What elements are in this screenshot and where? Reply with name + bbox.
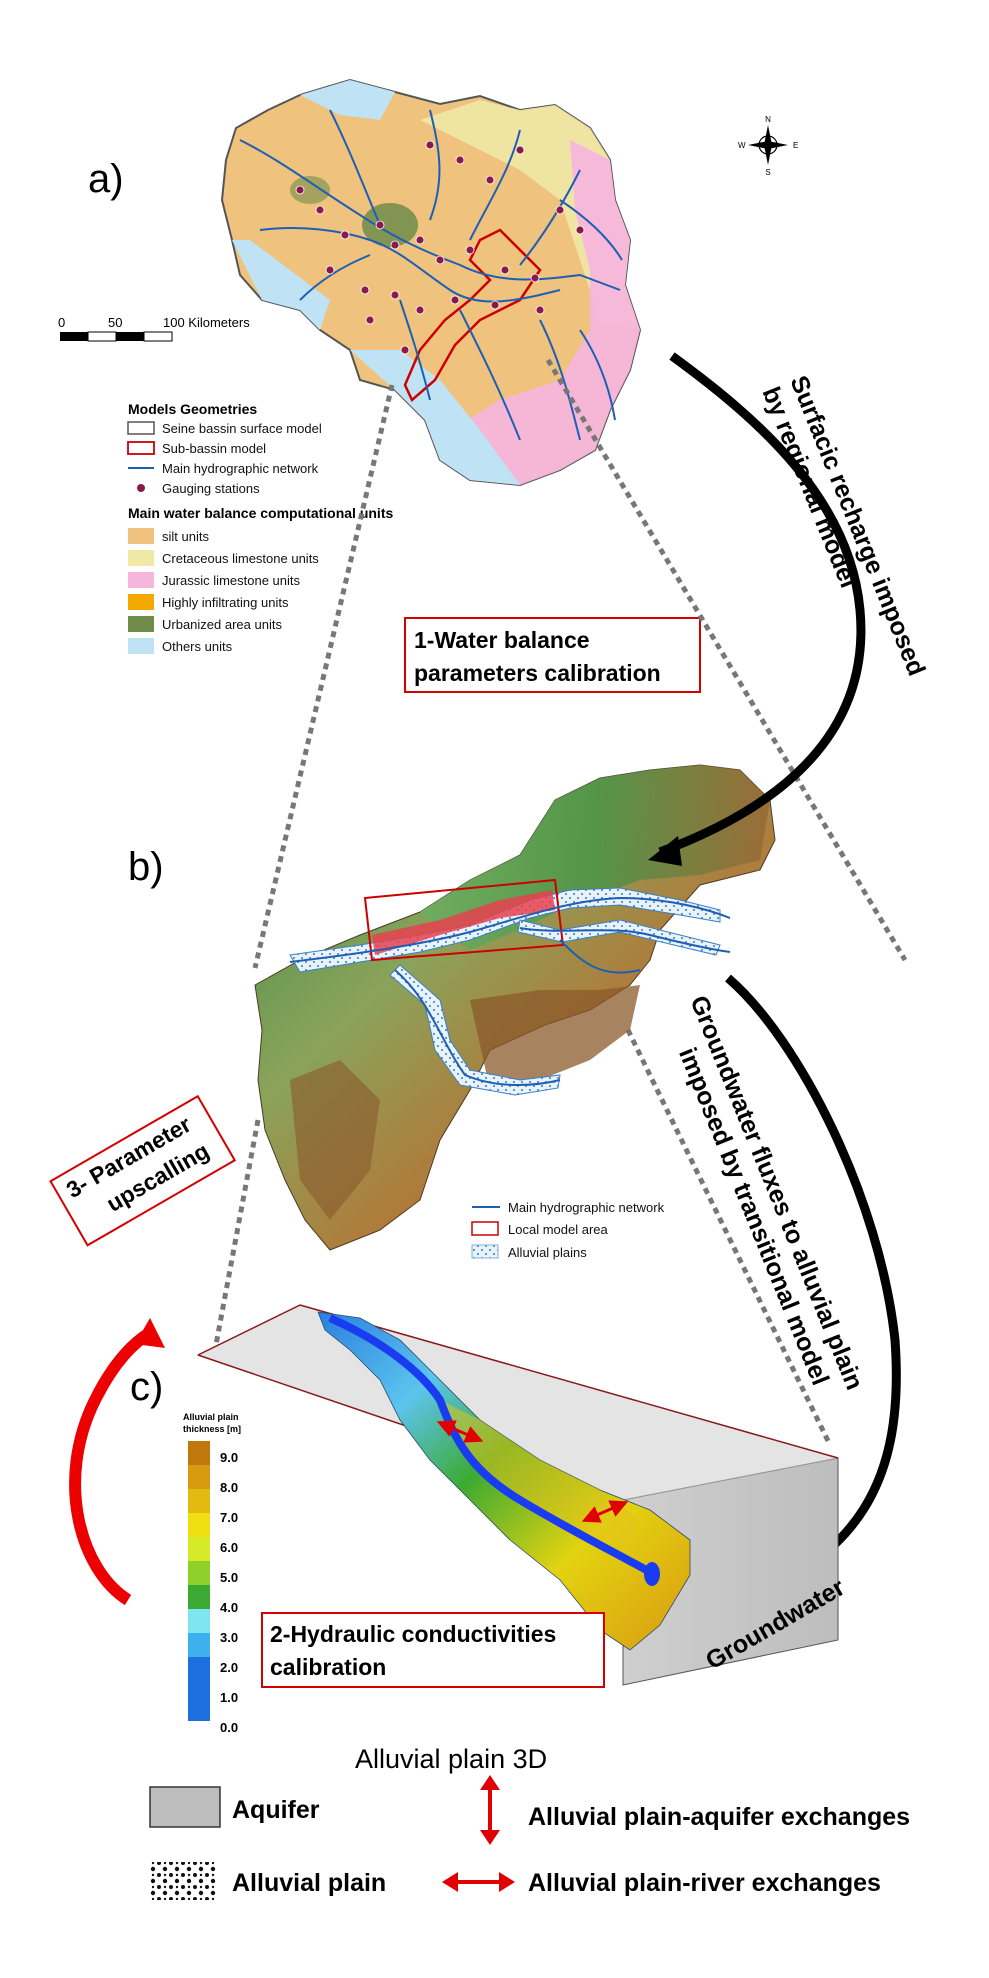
colorbar-tick-9: 9.0 (220, 1450, 238, 1465)
colorbar-tick-8: 8.0 (220, 1480, 238, 1495)
seine-basin-map (220, 78, 642, 487)
bottom-legend: Alluvial plain 3D Aquifer Alluvial plain… (149, 1744, 910, 1900)
surfacic-recharge-arrowhead (648, 836, 682, 866)
legend-swatch-cretaceous (128, 550, 154, 566)
colorbar-tick-2: 2.0 (220, 1660, 238, 1675)
east-label: E (793, 141, 798, 150)
legend-b-network: Main hydrographic network (508, 1200, 665, 1215)
legend-label-others: Others units (162, 639, 233, 654)
water-balance-calibration-box: 1-Water balance parameters calibration (404, 617, 701, 693)
legend-label-jurassic: Jurassic limestone units (162, 573, 300, 588)
hydraulic-line-1: 2-Hydraulic conductivities (270, 1621, 556, 1647)
upscalling-arrowhead (135, 1318, 165, 1348)
legend-label-network: Main hydrographic network (162, 461, 319, 476)
legend-label-subbasin: Sub-bassin model (162, 441, 266, 456)
colorbar-tick-4: 4.0 (220, 1600, 238, 1615)
panel-b: b) Main hydrographic network (128, 764, 776, 1260)
legend-label-urbanized: Urbanized area units (162, 617, 282, 632)
legend-swatch-gauging (137, 484, 145, 492)
panel-a: a) (58, 78, 798, 693)
colorbar-tick-1: 1.0 (220, 1690, 238, 1705)
panel-b-letter: b) (128, 845, 164, 889)
legend-b-alluvial: Alluvial plains (508, 1245, 587, 1260)
south-label: S (765, 168, 770, 177)
aquifer-swatch (149, 1786, 221, 1828)
legend-swatch-seine (127, 421, 155, 435)
alluvial-3d-block (196, 1304, 839, 1686)
legend-label-infiltrating: Highly infiltrating units (162, 595, 289, 610)
water-balance-line-2: parameters calibration (414, 660, 661, 686)
groundwater-fluxes-label: Groundwater fluxes to alluvial plain imp… (673, 992, 868, 1394)
panel-a-letter: a) (88, 157, 124, 201)
bottom-legend-title: Alluvial plain 3D (355, 1744, 547, 1774)
plain-river-exchange-label: Alluvial plain-river exchanges (528, 1869, 881, 1897)
legend-b-local: Local model area (508, 1222, 608, 1237)
legend-label-gauging: Gauging stations (162, 481, 260, 496)
colorbar-tick-0: 0.0 (220, 1720, 238, 1735)
alluvial-plain-swatch (150, 1862, 216, 1900)
geometries-title: Models Geometries (128, 401, 257, 417)
colorbar-title-2: thickness [m] (183, 1424, 241, 1434)
west-label: W (738, 141, 746, 150)
colorbar-tick-5: 5.0 (220, 1570, 238, 1585)
projection-lines (212, 358, 908, 1447)
legend-swatch-silt (128, 528, 154, 544)
surfacic-recharge-arrow (658, 352, 866, 857)
surfacic-recharge-label: Surfacic recharge imposed by regional mo… (757, 372, 931, 680)
colorbar-tick-6: 6.0 (220, 1540, 238, 1555)
legend-swatch-subbasin (127, 441, 155, 455)
scale-tick-0: 0 (58, 315, 65, 330)
legend-b-alluvial-swatch (471, 1244, 499, 1259)
legend-label-silt: silt units (162, 529, 209, 544)
units-title: Main water balance computational units (128, 505, 393, 521)
panel-a-legend: Models Geometries Seine bassin surface m… (127, 401, 393, 654)
alluvial-plain-label: Alluvial plain (232, 1869, 386, 1897)
relief-3d-map (254, 764, 776, 1251)
legend-label-seine: Seine bassin surface model (162, 421, 322, 436)
legend-b-local-swatch (471, 1221, 499, 1236)
legend-swatch-infiltrating (128, 594, 154, 610)
scale-bar: 0 50 100 Kilometers (58, 315, 250, 342)
colorbar-tick-3: 3.0 (220, 1630, 238, 1645)
legend-swatch-urbanized (128, 616, 154, 632)
north-label: N (765, 115, 771, 124)
panel-c-letter: c) (130, 1365, 163, 1409)
upscalling-box: 3- Parameter upscalling (49, 1094, 237, 1247)
legend-swatch-jurassic (128, 572, 154, 588)
aquifer-label: Aquifer (232, 1796, 320, 1824)
colorbar-title-1: Alluvial plain (183, 1412, 239, 1422)
panel-b-legend: Main hydrographic network Local model ar… (471, 1200, 665, 1260)
horizontal-exchange-arrow-icon (442, 1872, 515, 1892)
legend-swatch-others (128, 638, 154, 654)
thickness-colorbar: Alluvial plain thickness [m] 9.0 8.0 7.0… (183, 1412, 241, 1735)
scale-tick-100: 100 Kilometers (163, 315, 250, 330)
vertical-exchange-arrow-icon (480, 1775, 500, 1845)
hydraulic-calibration-box: 2-Hydraulic conductivities calibration (261, 1612, 605, 1688)
legend-label-cretaceous: Cretaceous limestone units (162, 551, 319, 566)
water-balance-line-1: 1-Water balance (414, 627, 590, 653)
groundwater-fluxes-line-2: imposed by transitional model (673, 1044, 834, 1389)
plain-aquifer-exchange-label: Alluvial plain-aquifer exchanges (528, 1803, 910, 1831)
north-arrow-icon: N S E W (738, 115, 798, 177)
colorbar-tick-7: 7.0 (220, 1510, 238, 1525)
scale-tick-50: 50 (108, 315, 122, 330)
panel-c: c) Groundwater Alluvial plain thickness … (130, 1304, 850, 1735)
hydraulic-line-2: calibration (270, 1654, 386, 1680)
groundwater-fluxes-line-1: Groundwater fluxes to alluvial plain (684, 992, 868, 1394)
